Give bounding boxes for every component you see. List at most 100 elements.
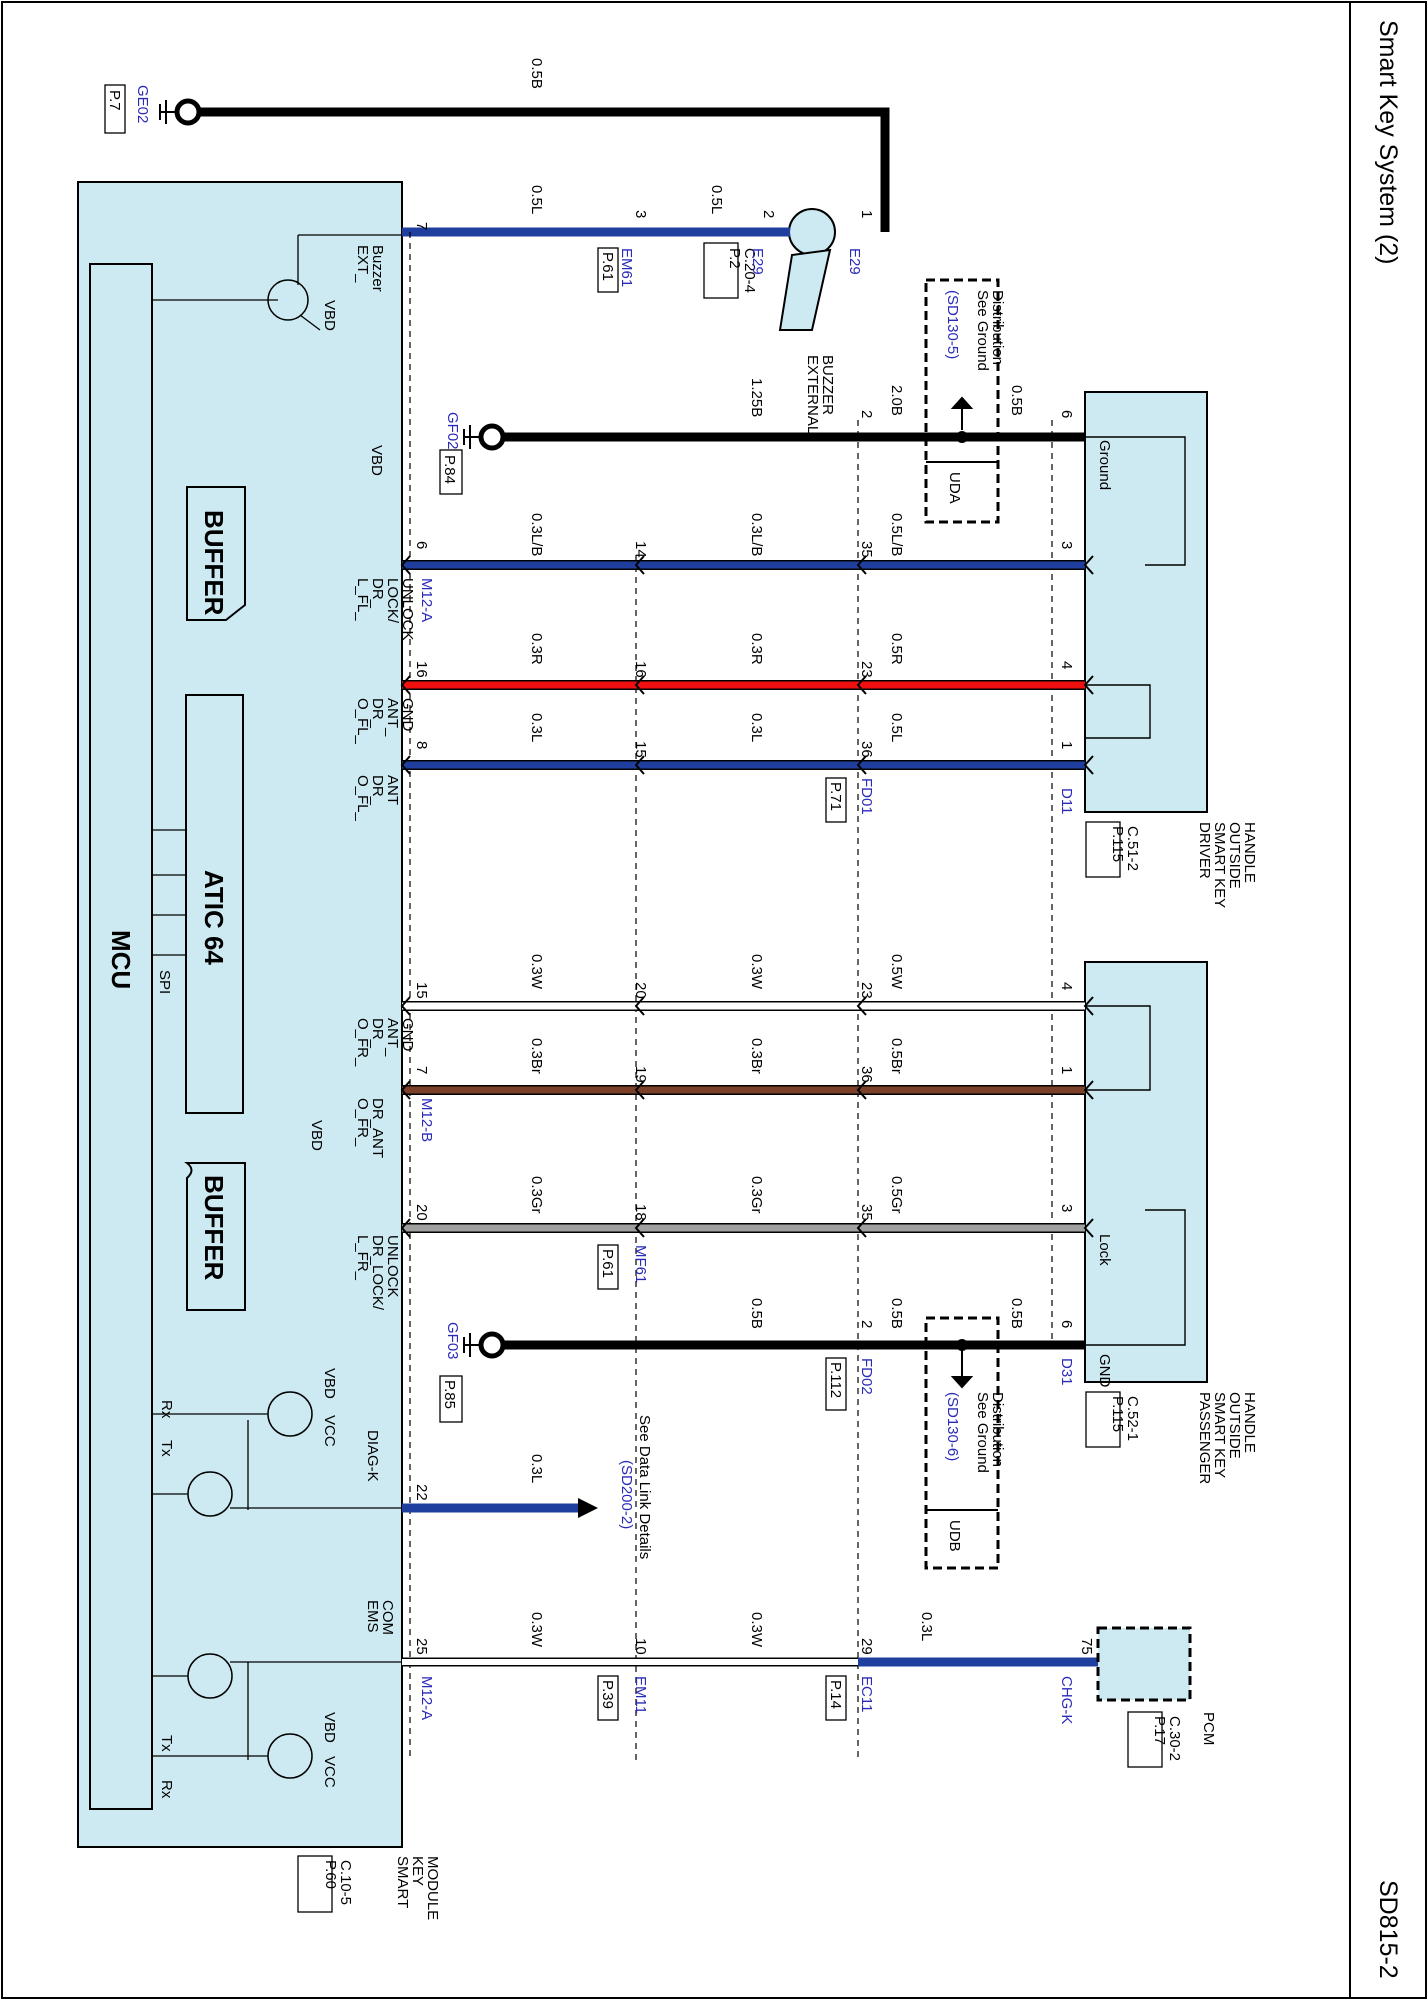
diag-transistors [152,1391,402,1517]
ground-gf03 [463,1331,506,1359]
rx-label-1: Rx [158,1400,175,1419]
ground-ge02 [159,98,202,126]
wire-fr-ant-spec-2: 0.5Br [888,1038,905,1074]
ge02-label: GE02 [134,85,151,123]
driver-handle-name: DRIVER SMART KEY OUTSIDE HANDLE [1196,822,1258,912]
gf03-wire2: 0.5B [888,1298,905,1329]
atic64-label: ATIC 64 [199,870,229,965]
udb-box [924,1316,1000,1570]
signal-fr-lock: L_FR_ DR_LOCK/ UNLOCK [354,1235,401,1314]
passenger-gnd-label: GND [1096,1354,1113,1388]
uda-text: See Ground Distribution [974,290,1006,375]
wire-fr-gnd-spec-2: 0.5W [888,954,905,990]
gf03-label: GF03 [444,1322,461,1360]
wire-fl-gnd-connector-1 [634,675,645,695]
wire-fl-lock-connector-3 [1083,555,1094,575]
wire-fr-ant-connector-2 [856,1080,867,1100]
wire-fr-ant-connector-0 [400,1080,411,1100]
external-buzzer-symbol [778,208,836,331]
em61-wire-left: 0.5L [528,185,545,214]
signal-diag-k: DIAG-K [364,1430,381,1482]
gf02-wire3: 0.5B [1008,385,1025,416]
vbd-label-3: VBD [308,1120,325,1151]
tx-label-1: Tx [158,1440,175,1457]
wire-fl-gnd-pin-2: 23 [858,661,875,678]
wire-fl-ant-connector-2 [856,755,867,775]
wire-fr-lock-pin-0: 20 [413,1204,430,1221]
gf02-pin-fd: 2 [858,410,875,418]
em11-page: P.39 [599,1680,616,1709]
wire-fr-gnd-pin-0: 15 [413,982,430,999]
connector-m12a-bottom: M12-A [418,1676,435,1720]
wire-fr-gnd-spec-1: 0.3W [748,954,765,990]
passenger-lock-label: Lock [1096,1234,1113,1266]
signal-fr-gnd: O_FR_ DR_ ANT_ GND [354,1018,416,1071]
ems-pin-module: 25 [413,1638,430,1655]
wire-fl-lock-connector-2 [856,555,867,575]
wire-fl-gnd-pin-0: 16 [413,661,430,678]
wire-fl-lock-pin-2: 35 [858,541,875,558]
module-pin-buzzer: 7 [413,222,430,230]
mf61-page: P.61 [599,1249,616,1278]
udb-ref: (SD130-6) [944,1392,961,1461]
udb-text: See Ground Distribution [974,1392,1006,1477]
ge02-wire: 0.5B [528,58,545,89]
ext-buzzer-transistor [152,234,402,331]
passenger-handle-box [1084,961,1208,1383]
rx-label-2: Rx [158,1780,175,1799]
wire-fr-lock-spec-0: 0.3Gr [528,1176,545,1214]
page-code: SD815-2 [1374,1880,1402,1979]
gf02-wire1: 1.25B [748,378,765,417]
ems-wire1: 0.3W [528,1612,545,1648]
wire-fr-gnd-pin-3: 4 [1058,982,1075,990]
wire-fl-lock-connector-0 [400,555,411,575]
wire-fr-ant-pin-3: 1 [1058,1066,1075,1074]
gf03-pin-d: 6 [1058,1320,1075,1328]
wire-fr-lock-spec-1: 0.3Gr [748,1176,765,1214]
uda-box [924,278,1000,524]
signal-ext-buzzer: EXT_ Buzzer [354,245,386,292]
wire-fl-ant-connector-0 [400,755,411,775]
wire-fr-lock-spec-2: 0.5Gr [888,1176,905,1214]
ems-pin-em11: 10 [632,1638,649,1655]
wire-fl-gnd-pin-3: 4 [1058,661,1075,669]
pcm-ref: P.17 C.30-2 [1151,1716,1183,1761]
wire-fr-gnd-pin-1: 20 [632,982,649,999]
connector-em11: EM11 [632,1676,649,1714]
diag-text: See Data Link Details [636,1415,653,1559]
wire-fr-gnd-connector-2 [856,996,867,1016]
pcm-name: PCM [1200,1712,1217,1745]
wire-fr-lock-connector-0 [400,1218,411,1238]
driver-handle-ref: P.115 C.51-2 [1109,826,1141,871]
gf03-wire1: 0.5B [748,1298,765,1329]
gf03-page: P.85 [441,1380,458,1409]
mcu-box [89,263,153,1810]
wire-ge02-buzzer [200,107,890,232]
fd02-page: P.112 [827,1362,844,1398]
buffer2-box [184,1162,246,1311]
wire-fl-ant-spec-2: 0.5L [888,713,905,742]
wire-fr-gnd-connector-3 [1083,996,1094,1016]
connector-fd01: FD01 [858,778,875,815]
module-name: SMART KEY MODULE [394,1856,441,1920]
wire-fl-lock-pin-1: 14 [632,541,649,558]
wire-fr-lock-pin-3: 3 [1058,1204,1075,1212]
connector-chgk: CHG-K [1058,1676,1075,1724]
diag-wire: 0.3L [528,1454,545,1483]
wire-fr-ant-spec-1: 0.3Br [748,1038,765,1074]
em61-pin: 3 [632,210,649,218]
module-ref-box [297,1855,333,1913]
vcc-label-1: VCC [321,1415,338,1447]
wire-fl-ant-connector-1 [634,755,645,775]
ems-transistors [152,1653,402,1779]
diag-pin: 22 [413,1484,430,1501]
wire-fl-ant-spec-1: 0.3L [748,713,765,742]
fd01-page: P.71 [827,782,844,811]
buzzer-connector-e29-b: E29 [846,248,863,275]
ec11-page: P.14 [827,1680,844,1709]
wire-fl-ant-pin-1: 15 [632,741,649,758]
wire-fl-ant-connector-3 [1083,755,1094,775]
